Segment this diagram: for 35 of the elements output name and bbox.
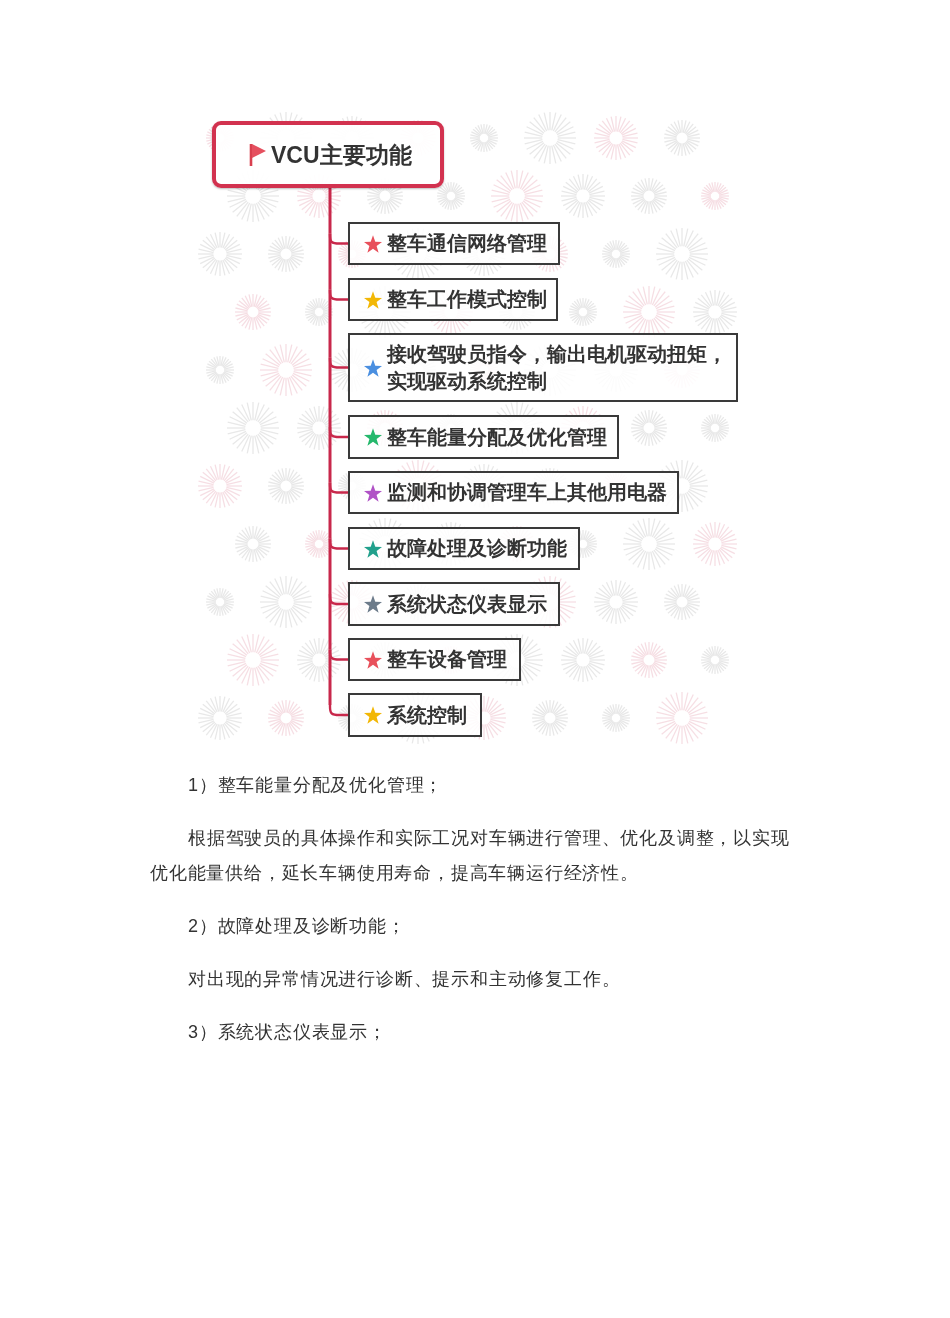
topic-text: 整车通信网络管理 [387, 231, 547, 256]
topic-text: 整车能量分配及优化管理 [387, 424, 607, 450]
topic-box [348, 638, 521, 681]
topic-box [348, 582, 560, 626]
list-heading: 2）故障处理及诊断功能； [188, 915, 406, 938]
trunk-line [328, 594, 332, 650]
topic-text: 系统状态仪表显示 [387, 591, 547, 617]
topic-box [348, 415, 619, 459]
topic-text: 故障处理及诊断功能 [387, 536, 567, 561]
topic-box [348, 527, 580, 570]
root-topic-box [212, 121, 444, 188]
paragraph: 对出现的异常情况进行诊断、提示和主动修复工作。 [188, 968, 621, 991]
topic-text: 系统控制 [387, 702, 467, 728]
trunk-line [328, 482, 332, 539]
topic-box [348, 471, 679, 514]
trunk-line [328, 233, 332, 290]
list-heading: 1）整车能量分配及优化管理； [188, 774, 444, 797]
topic-text: 监测和协调管理车上其他用电器 [387, 480, 667, 505]
topic-box [348, 278, 558, 321]
topic-box [348, 333, 738, 402]
topic-box [348, 222, 560, 265]
topic-text: 整车工作模式控制 [387, 287, 547, 312]
paragraph: 根据驾驶员的具体操作和实际工况对车辆进行管理、优化及调整，以实现优化能量供给，延长车辆使用寿命，提高车辆运行经济性。 [150, 827, 791, 885]
trunk-line [328, 357, 332, 427]
topic-text: 接收驾驶员指令，输出电机驱动扭矩，实现驱动系统控制 [387, 341, 728, 394]
trunk-line [328, 649, 332, 705]
list-heading: 3）系统状态仪表显示； [188, 1021, 387, 1044]
trunk-line [328, 188, 332, 234]
branch-line [328, 705, 348, 717]
topic-text: 整车设备管理 [387, 647, 507, 672]
topic-box [348, 693, 482, 737]
trunk-line [328, 289, 332, 358]
trunk-line [328, 538, 332, 594]
root-topic-text: VCU主要功能 [271, 140, 412, 170]
trunk-line [328, 427, 332, 483]
